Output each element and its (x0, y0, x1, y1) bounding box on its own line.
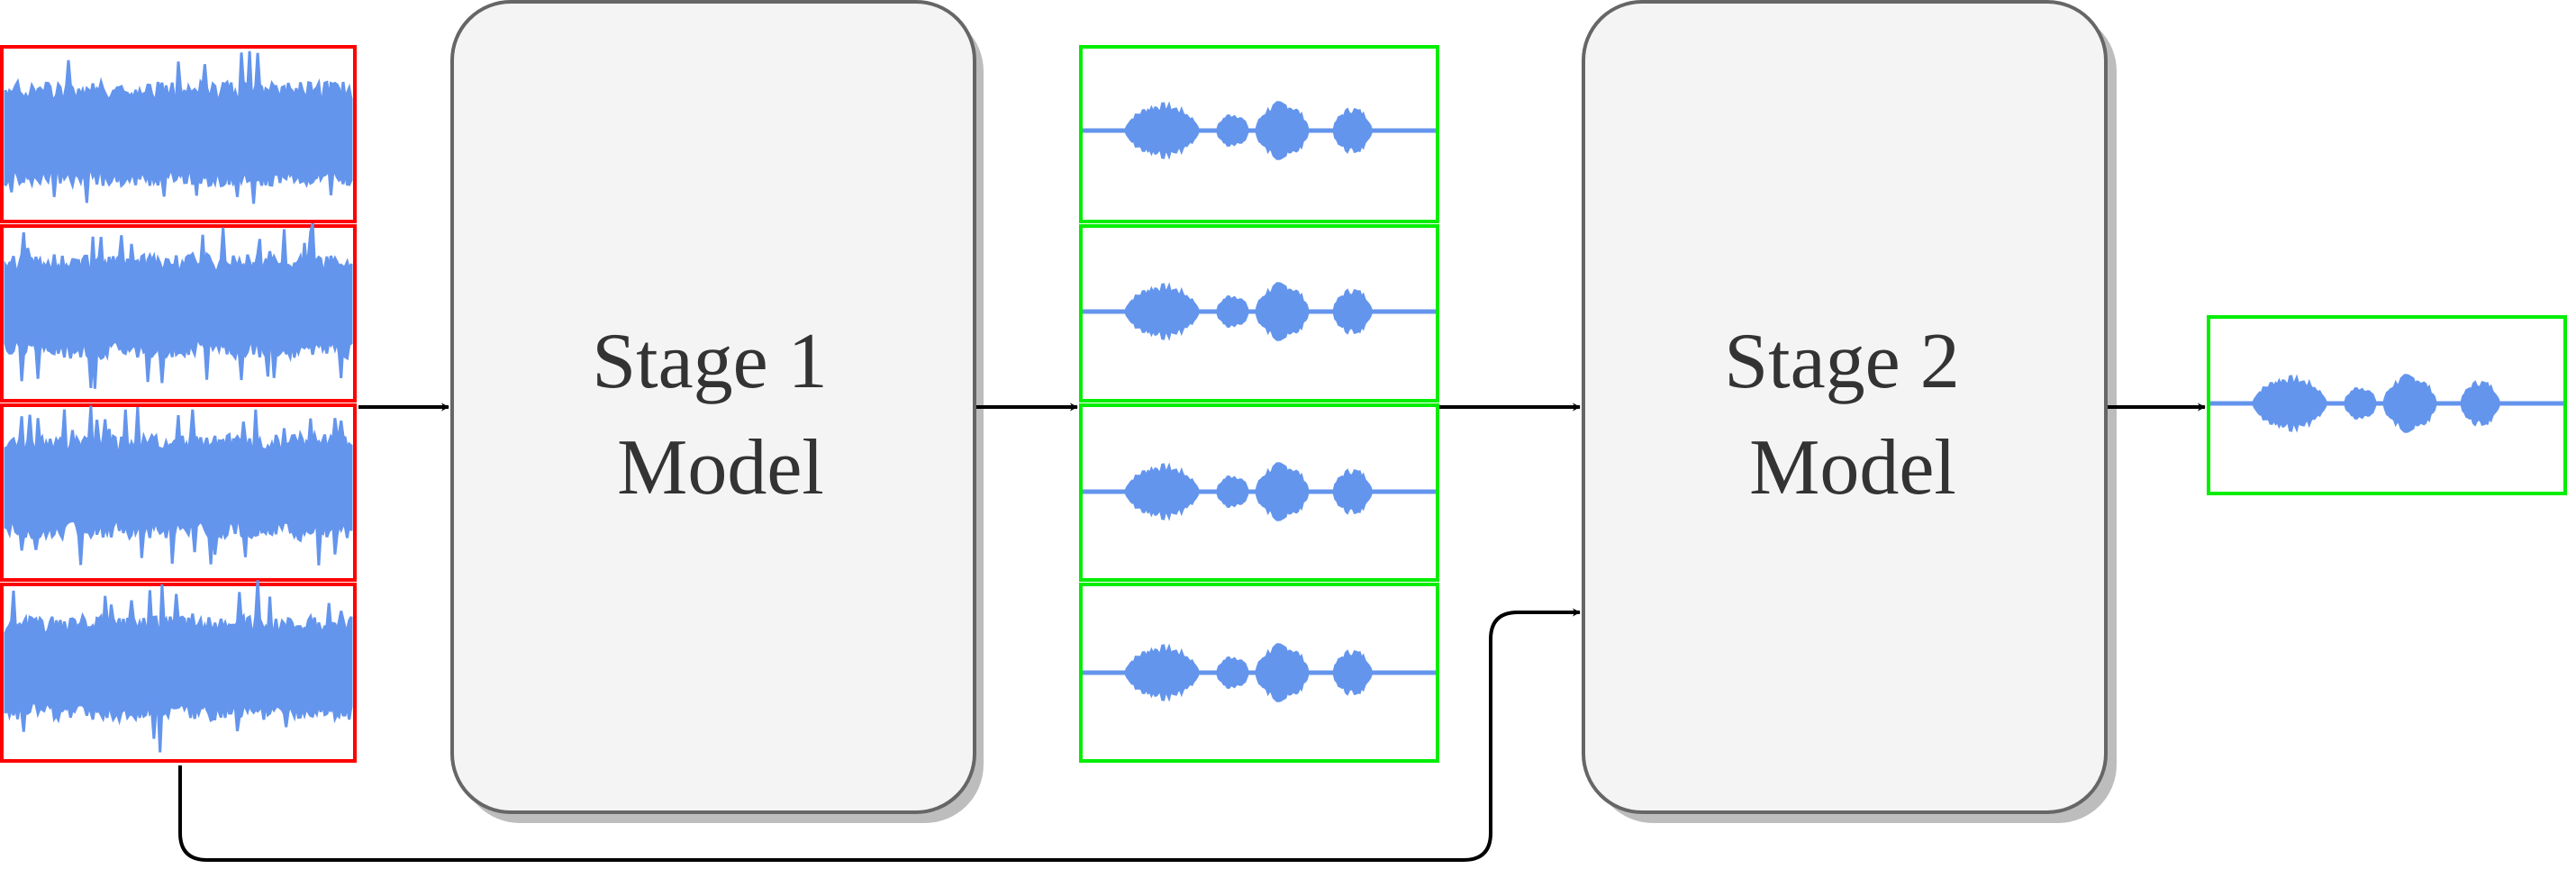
clean-output-panel (1079, 224, 1439, 403)
clean-waveform (1083, 462, 1436, 521)
noisy-input-panel (0, 45, 357, 223)
noisy-input-panel (0, 580, 357, 763)
clean-output-panel (1079, 583, 1439, 763)
clean-waveform (1083, 643, 1436, 702)
clean-waveform (2210, 374, 2563, 433)
clean-output-panel (1079, 403, 1439, 582)
noisy-input-panel (0, 403, 357, 582)
stage1-output-stack (1079, 45, 1439, 763)
noisy-waveform (4, 50, 353, 204)
noisy-waveform (4, 405, 353, 566)
final-output-panel (2207, 315, 2567, 495)
noisy-waveform (4, 222, 353, 389)
noisy-waveform (4, 580, 353, 753)
clean-output-panel (1079, 45, 1439, 223)
stage1-model-box: Stage 1 Model (450, 0, 984, 823)
stage2-model-box: Stage 2 Model (1582, 0, 2117, 823)
stage2-label-line1: Stage 2 (1724, 318, 1960, 405)
noisy-input-stack (0, 45, 357, 763)
clean-waveform (1083, 282, 1436, 341)
noisy-input-panel (0, 222, 357, 403)
stage1-label-line1: Stage 1 (592, 318, 828, 405)
stage1-label-line2: Model (617, 424, 824, 511)
clean-waveform (1083, 101, 1436, 160)
skip-connection-arrow (178, 608, 1581, 862)
stage2-label-line2: Model (1749, 424, 1956, 511)
connectors (178, 403, 2206, 862)
